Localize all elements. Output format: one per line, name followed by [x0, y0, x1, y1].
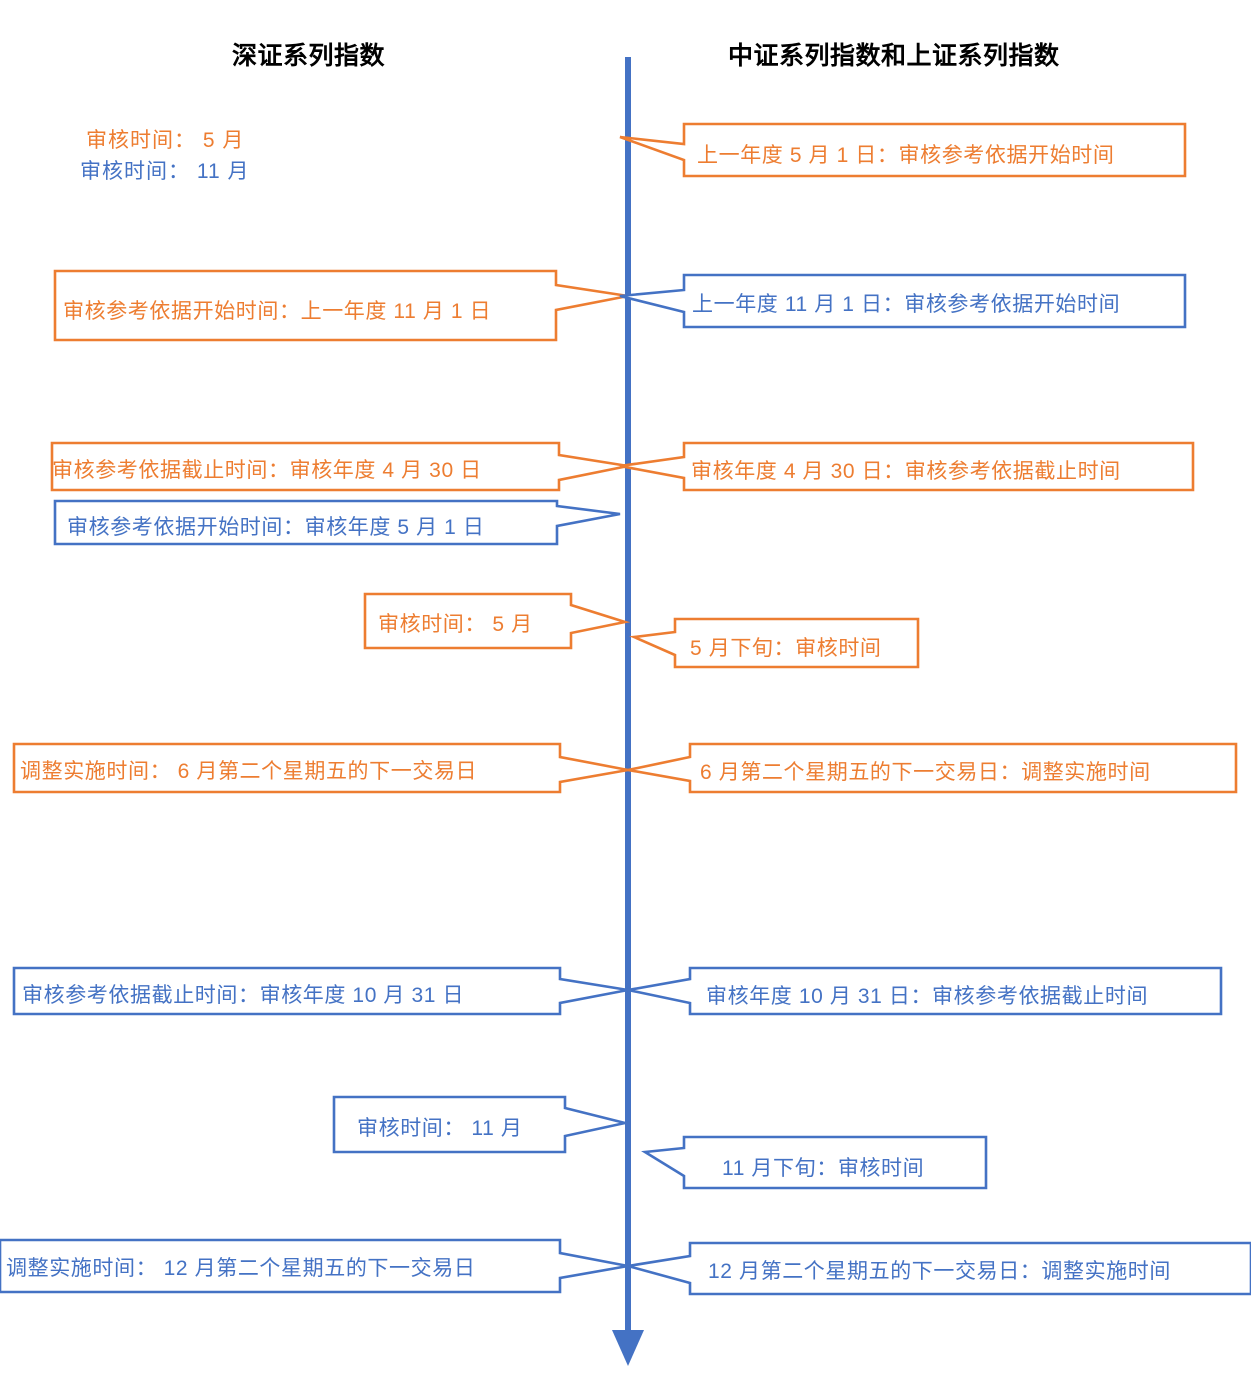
callout-right-nov-review[interactable]: [641, 1135, 988, 1190]
vertical-timeline-arrow: [612, 57, 644, 1366]
page-title-left: 深证系列指数: [232, 42, 386, 70]
callout-left-nov-review[interactable]: [332, 1095, 626, 1154]
callout-left-jun-impl[interactable]: [12, 742, 629, 794]
callout-left-apr-end[interactable]: [50, 441, 629, 492]
callout-left-may-start[interactable]: [53, 499, 621, 546]
callout-right-may-start[interactable]: [619, 122, 1187, 178]
callout-right-apr-end[interactable]: [619, 441, 1195, 492]
legend-item-may: 审核时间： 5 月: [86, 129, 245, 152]
callout-left-nov-start[interactable]: [53, 269, 629, 342]
callout-left-oct-end[interactable]: [12, 966, 629, 1016]
callout-right-oct-end[interactable]: [627, 966, 1223, 1016]
callout-right-nov-start[interactable]: [619, 273, 1187, 329]
callout-left-dec-impl[interactable]: [0, 1238, 629, 1294]
callout-left-may-review[interactable]: [363, 592, 631, 650]
callout-right-jun-impl[interactable]: [627, 742, 1238, 794]
callout-right-may-review[interactable]: [629, 617, 920, 669]
legend-item-nov: 审核时间： 11 月: [80, 160, 250, 183]
page-title-right: 中证系列指数和上证系列指数: [728, 42, 1060, 70]
callout-right-dec-impl[interactable]: [627, 1241, 1251, 1296]
